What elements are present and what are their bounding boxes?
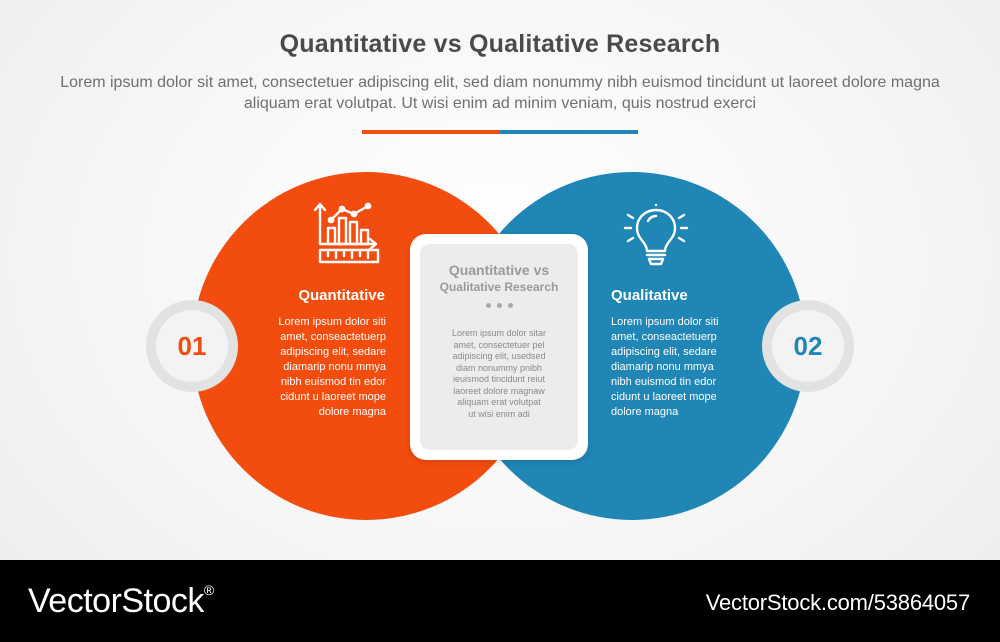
image-id: VectorStock.com/53864057 [705,590,970,615]
vectorstock-logo: VectorStock® [28,582,214,621]
bar-chart-icon [313,202,380,264]
title-divider-left [362,130,500,134]
title-divider-right [500,130,638,134]
comparison-card-inner: Quantitative vs Qualitative Research Lor… [420,244,578,450]
number-badge-01-label: 01 [156,310,228,382]
dot [507,303,513,308]
comparison-card-title-line1: Quantitative vs [448,262,550,278]
comparison-card: Quantitative vs Qualitative Research Lor… [410,234,588,460]
dot [496,303,502,308]
number-badge-02-label: 02 [772,310,844,382]
number-badge-01: 01 [146,300,238,392]
qualitative-description: Lorem ipsum dolor siti amet, conseactetu… [611,316,719,418]
page-title: Quantitative vs Qualitative Research [279,30,721,58]
lightbulb-icon [623,204,689,266]
comparison-card-text: Lorem ipsum dolor sitar amet, consectetu… [451,328,547,419]
quantitative-description: Lorem ipsum dolor siti amet, conseactetu… [278,316,386,418]
number-badge-02: 02 [762,300,854,392]
dot [485,303,491,308]
registered-mark: ® [203,582,214,598]
infographic-canvas: Quantitative vs Qualitative Research Lor… [60,30,940,520]
quantitative-heading: Quantitative [298,287,385,304]
comparison-card-title-line2: Qualitative Research [439,280,559,294]
comparison-card-title: Quantitative vs Qualitative Research [420,261,578,295]
watermark-bar: VectorStock® VectorStock.com/53864057 [0,560,1000,642]
ellipsis-dots [420,303,578,308]
qualitative-heading: Qualitative [611,287,688,304]
vectorstock-logo-text: VectorStock [28,582,204,620]
page-subtitle: Lorem ipsum dolor sit amet, consectetuer… [60,74,940,112]
